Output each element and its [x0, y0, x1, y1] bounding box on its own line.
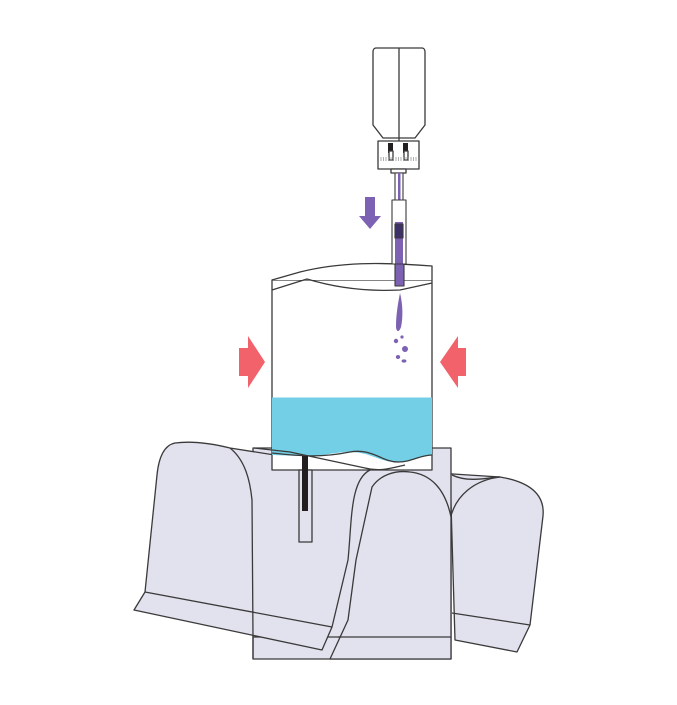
sheets — [133, 441, 544, 660]
bottle — [372, 47, 426, 174]
tube — [302, 456, 308, 511]
dropper-grip — [394, 223, 404, 239]
bag-opening — [271, 262, 433, 281]
dropper — [391, 172, 407, 287]
press-arrow-left-icon — [440, 336, 466, 388]
bag — [253, 262, 433, 543]
liquid — [272, 398, 432, 462]
press-arrow-right-icon — [239, 336, 265, 388]
drops — [393, 293, 408, 363]
bottle-cap — [377, 140, 420, 170]
sheet-right — [359, 467, 544, 653]
sheet-middle — [329, 470, 452, 660]
down-arrow-icon — [359, 197, 381, 229]
cap-tick-marks — [380, 157, 417, 161]
